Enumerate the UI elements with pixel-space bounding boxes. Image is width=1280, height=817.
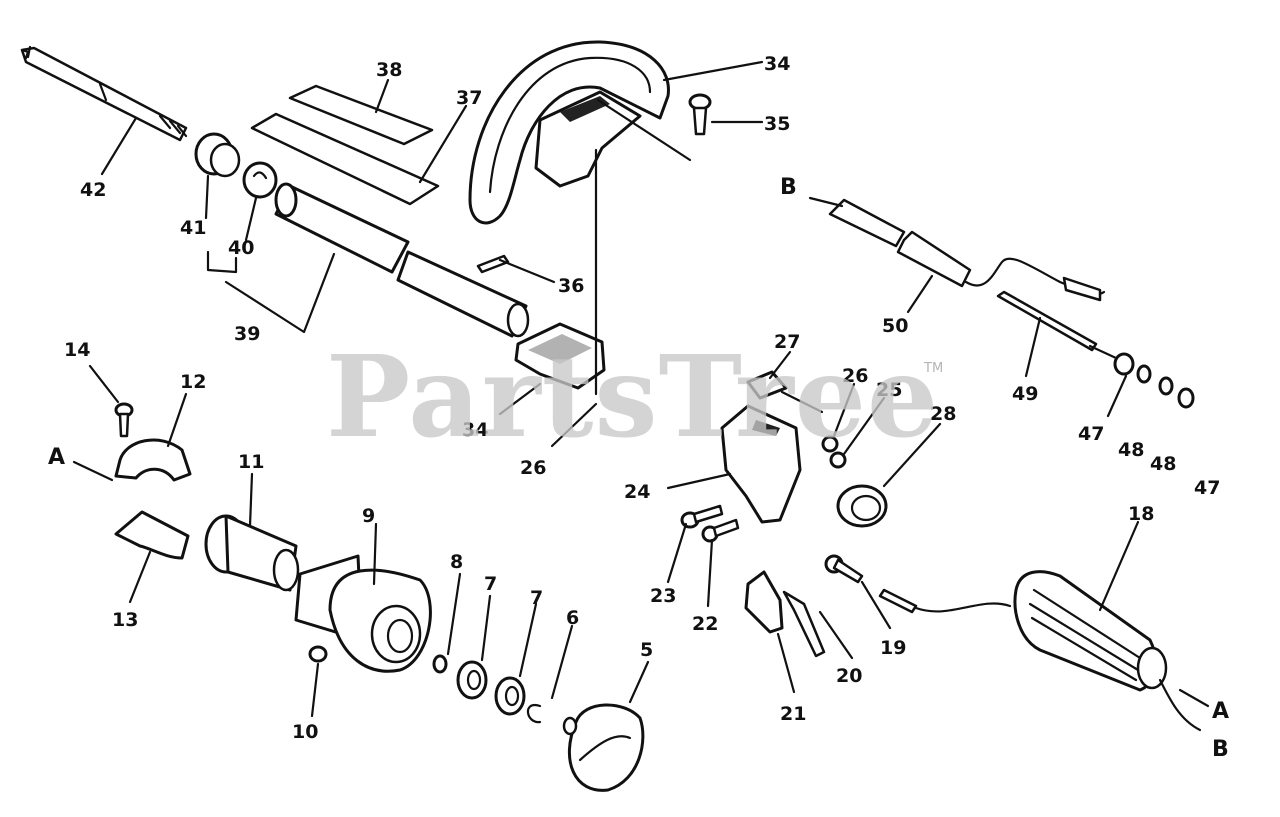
watermark-trademark: TM [923, 361, 943, 376]
callout-9: 9 [362, 505, 375, 527]
callout-48-left: 48 [1118, 439, 1144, 461]
part-26-nut [821, 435, 839, 453]
part-14-screw [114, 402, 134, 438]
callout-A-right: A [1212, 699, 1229, 724]
part-13-clamp-half [114, 510, 190, 560]
part-28-ring [836, 484, 888, 528]
callout-labels: 38 37 34 35 42 41 40 39 36 34 26 B 50 49… [48, 53, 1229, 762]
part-48-washer [1136, 364, 1152, 384]
callout-36: 36 [558, 275, 584, 297]
callout-11: 11 [238, 451, 264, 473]
callout-7-left: 7 [484, 573, 497, 595]
part-38-label-plate [288, 84, 434, 146]
callout-26-left: 26 [520, 457, 546, 479]
part-39-tube [274, 182, 530, 338]
callout-13: 13 [112, 609, 138, 631]
callout-35: 35 [764, 113, 790, 135]
callout-48-right: 48 [1150, 453, 1176, 475]
callout-28: 28 [930, 403, 956, 425]
callout-10: 10 [292, 721, 318, 743]
part-21-trigger [744, 570, 784, 634]
part-22-screw [701, 518, 740, 543]
callout-42: 42 [80, 179, 106, 201]
callout-18: 18 [1128, 503, 1154, 525]
part-34-clamp [514, 322, 606, 390]
part-50-cable-housing [828, 198, 1106, 302]
part-36-key [476, 254, 510, 274]
part-7-bearing-2 [494, 676, 526, 716]
part-47-nut [1113, 352, 1135, 376]
watermark-text: PartsTree [326, 332, 939, 463]
callout-B-top: B [780, 175, 797, 200]
callout-39: 39 [234, 323, 260, 345]
part-12-clamp-half [114, 438, 192, 482]
callout-47-right: 47 [1194, 477, 1220, 499]
part-49-cable [996, 290, 1118, 360]
part-8-washer [432, 654, 448, 674]
part-27-switch [746, 370, 824, 414]
part-5-cup [562, 703, 645, 792]
part-11-housing [204, 514, 300, 592]
callout-8: 8 [450, 551, 463, 573]
part-48-washer-2 [1158, 376, 1174, 396]
callout-26-right: 26 [842, 365, 868, 387]
part-47-nut-2 [1177, 387, 1195, 409]
callout-12: 12 [180, 371, 206, 393]
part-9-gear-case [294, 554, 432, 673]
part-19-cable-end [824, 554, 1012, 614]
callout-14: 14 [64, 339, 90, 361]
part-25-nut [829, 451, 847, 469]
callout-41: 41 [180, 217, 206, 239]
part-34-loop-handle [468, 40, 692, 225]
part-6-snap-ring [526, 703, 542, 724]
callout-A-left: A [48, 445, 65, 470]
callout-49: 49 [1012, 383, 1038, 405]
callout-B-right: B [1212, 737, 1229, 762]
part-24-throttle-housing [720, 404, 802, 524]
callout-40: 40 [228, 237, 254, 259]
callout-22: 22 [692, 613, 718, 635]
callout-34-bottom: 34 [462, 419, 488, 441]
leader-lines [72, 60, 1210, 718]
callout-37: 37 [456, 87, 482, 109]
part-35-bolt [688, 93, 712, 136]
part-40-ring [242, 161, 278, 199]
callout-27: 27 [774, 331, 800, 353]
callout-25: 25 [876, 379, 902, 401]
callout-38: 38 [376, 59, 402, 81]
part-10-plug [308, 645, 328, 663]
callout-50: 50 [882, 315, 908, 337]
part-37-label-plate [250, 112, 440, 206]
callout-19: 19 [880, 637, 906, 659]
watermark: PartsTree TM [326, 332, 943, 463]
callout-24: 24 [624, 481, 650, 503]
part-18-grip [1013, 570, 1202, 732]
callout-23: 23 [650, 585, 676, 607]
callout-21: 21 [780, 703, 806, 725]
part-20-spring [782, 590, 826, 658]
callout-5: 5 [640, 639, 653, 661]
part-7-bearing [456, 660, 488, 700]
callout-6: 6 [566, 607, 579, 629]
callout-47-left: 47 [1078, 423, 1104, 445]
callout-34-top: 34 [764, 53, 790, 75]
part-42-shaft [20, 45, 188, 142]
callout-7-right: 7 [530, 587, 543, 609]
callout-20: 20 [836, 665, 862, 687]
part-41-bushing [194, 132, 241, 178]
part-23-screw [680, 504, 724, 529]
